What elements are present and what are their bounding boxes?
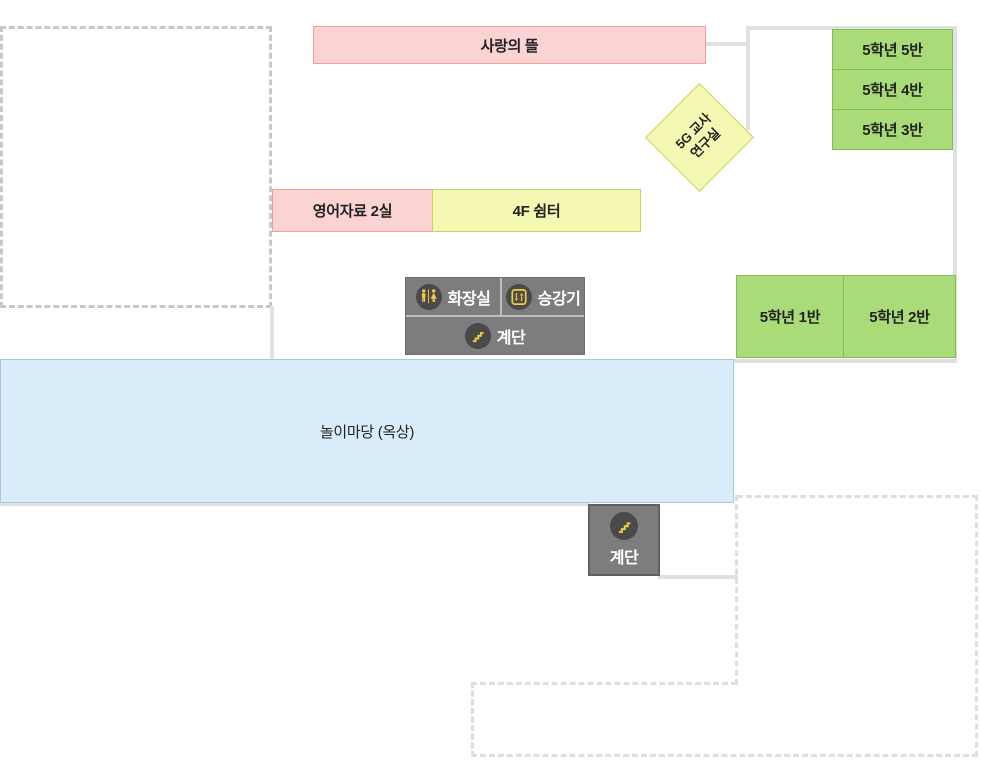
room-4f-rest-area: 4F 쉼터 [432,189,641,232]
dashed-outline-lower-right-left-upper [735,495,738,685]
wall-segment [270,306,274,362]
wall-segment [746,26,750,130]
wall-segment [658,575,738,579]
dashed-outline-lower-right-mid [471,682,737,685]
stairs-icon [464,322,491,349]
facility-label: 화장실 [447,290,491,308]
room-class-5-4: 5학년 4반 [832,69,953,110]
facility-stairs-lower: 계단 [588,504,660,576]
elevator-icon [505,283,532,310]
room-label: 5G 교사 연구실 [672,110,727,165]
facility-row-top: 화장실 승강기 [406,278,584,315]
wall-segment [953,26,957,363]
facility-row-bottom: 계단 [406,317,584,354]
room-teacher-office-5g: 5G 교사 연구실 [645,83,754,192]
facility-block: 화장실 승강기 [405,277,585,355]
room-label: 사랑의 뜰 [480,37,539,55]
room-label: 놀이마당 (옥상) [319,423,415,441]
classroom-pair-5-1-2: 5학년 1반 5학년 2반 [736,275,956,358]
room-label: 5학년 5반 [862,42,923,59]
room-class-5-5: 5학년 5반 [832,29,953,70]
stairs-icon [610,512,638,540]
wall-segment [734,359,957,363]
facility-label: 계단 [496,329,526,347]
room-english-materials-2: 영어자료 2실 [272,189,433,232]
wall-segment [0,502,590,506]
dashed-outline-lower-right-left-lower [471,682,474,757]
room-label: 영어자료 2실 [312,203,393,220]
dashed-outline-lower-right-top [737,495,978,498]
facility-elevator: 승강기 [502,278,584,315]
toilet-icon [415,283,442,310]
room-love-garden: 사랑의 뜰 [313,26,706,64]
facility-toilet: 화장실 [406,278,500,315]
facility-label: 계단 [609,550,639,567]
wall-segment [706,42,750,46]
facility-label: 승강기 [537,290,581,308]
classroom-stack-5-3-4-5: 5학년 5반 5학년 4반 5학년 3반 [832,29,953,150]
room-class-5-3: 5학년 3반 [832,109,953,150]
wall-segment [746,26,957,30]
room-label: 5학년 3반 [862,122,923,139]
facility-stairs-upper: 계단 [406,317,584,354]
room-label: 5학년 2반 [869,309,930,326]
dashed-outline-lower-right-right [975,495,978,757]
dashed-outline-upper-left-wing [0,26,272,308]
dashed-outline-lower-right-bottom [471,754,978,757]
room-class-5-1: 5학년 1반 [736,275,844,358]
room-playground-rooftop: 놀이마당 (옥상) [0,359,734,503]
room-label: 5학년 1반 [759,309,821,326]
room-class-5-2: 5학년 2반 [843,275,956,358]
room-label: 5학년 4반 [862,82,923,99]
room-label: 4F 쉼터 [512,203,561,220]
